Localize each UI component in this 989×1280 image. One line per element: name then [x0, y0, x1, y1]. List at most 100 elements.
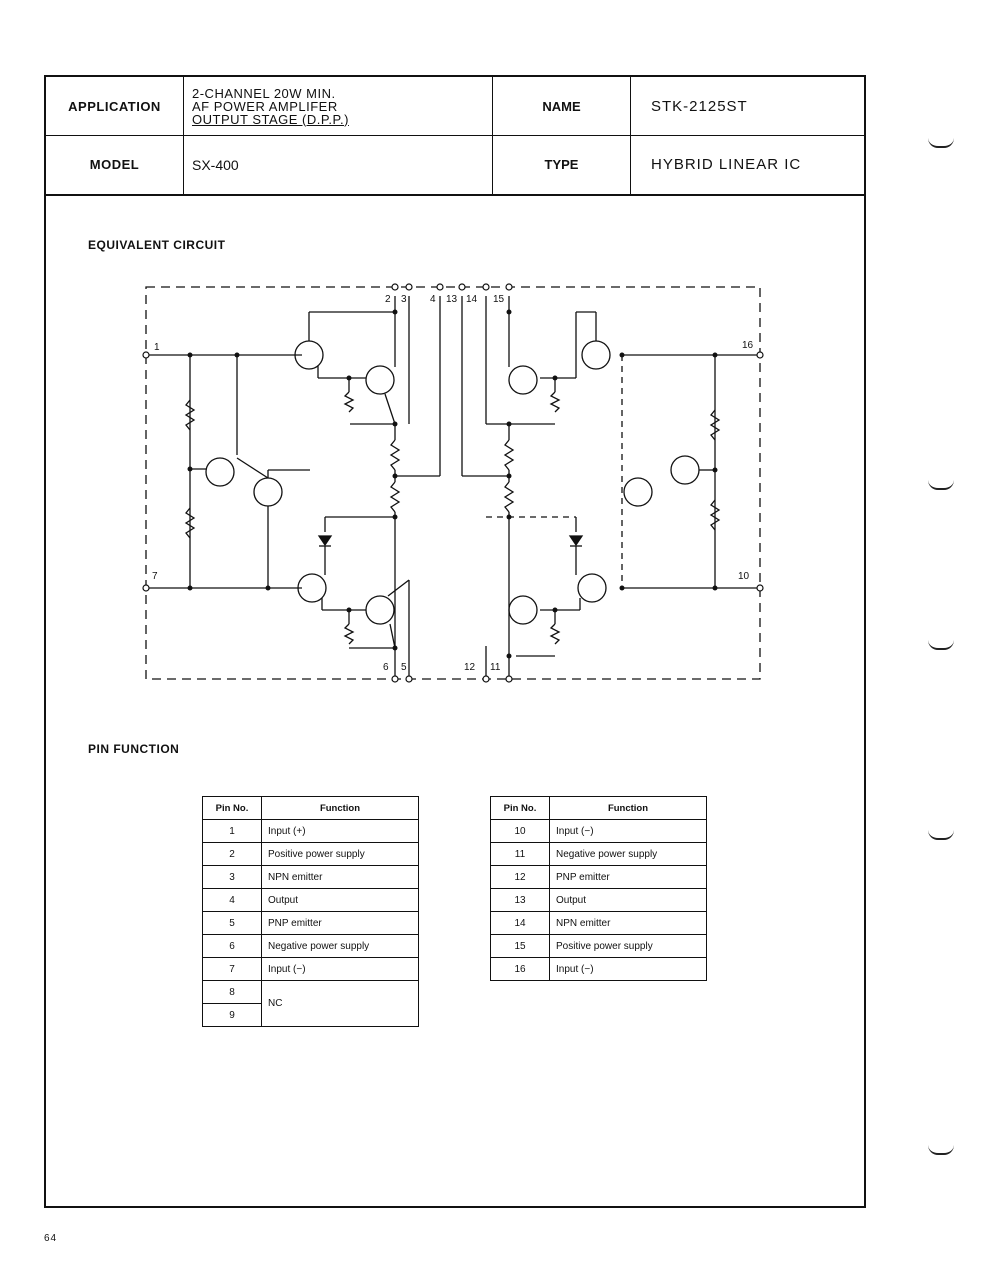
transistor-q4 — [365, 365, 395, 395]
pin-function: Input (+) — [261, 819, 419, 843]
pin-label-12: 12 — [464, 662, 476, 673]
diode-d1 — [317, 535, 333, 547]
model-label: MODEL — [89, 157, 140, 172]
transistor-q10 — [508, 365, 538, 395]
application-line-1: 2-CHANNEL 20W MIN. — [192, 85, 336, 101]
pin-no: 12 — [490, 865, 550, 889]
header-row-2: MODEL SX-400 TYPE HYBRID LINEAR IC — [46, 135, 864, 194]
pin-function: Input (−) — [549, 957, 707, 981]
pin-label-13: 13 — [446, 294, 458, 305]
type-label: TYPE — [492, 135, 630, 194]
pin-no: 15 — [490, 934, 550, 958]
resistor-r11 — [503, 481, 515, 513]
pin-no: 1 — [202, 819, 262, 843]
transistor-q9 — [581, 340, 611, 370]
pin-no: 16 — [490, 957, 550, 981]
transistor-q7 — [670, 455, 700, 485]
pin-function: NPN emitter — [549, 911, 707, 935]
header-table: APPLICATION 2-CHANNEL 20W MIN. AF POWER … — [46, 77, 864, 196]
table-header-row: Pin No. Function — [202, 796, 419, 820]
pin-label-11: 11 — [490, 662, 501, 673]
application-label: APPLICATION — [68, 98, 161, 114]
column-pin-no: Pin No. — [490, 796, 550, 820]
pin-no: 4 — [202, 888, 262, 912]
pin-function: PNP emitter — [549, 865, 707, 889]
resistor-r1 — [184, 399, 196, 431]
application-line-2: AF POWER AMPLIFER — [192, 98, 338, 114]
pin-function: Output — [261, 888, 419, 912]
transistor-q8 — [623, 477, 653, 507]
resistor-r3 — [343, 391, 355, 413]
pin-label-15: 15 — [493, 294, 505, 305]
pin-label-2: 2 — [385, 294, 391, 305]
pin-function: Positive power supply — [261, 842, 419, 866]
application-line-3: OUTPUT STAGE (D.P.P.) — [192, 111, 349, 127]
pin-no: 2 — [202, 842, 262, 866]
name-label: NAME — [492, 77, 630, 135]
pin-function: NPN emitter — [261, 865, 419, 889]
pin-function: Output — [549, 888, 707, 912]
header-row-1: APPLICATION 2-CHANNEL 20W MIN. AF POWER … — [46, 77, 864, 136]
pin-label-3: 3 — [401, 294, 407, 305]
resistor-r10 — [503, 439, 515, 471]
type-value: HYBRID LINEAR IC — [630, 135, 866, 194]
pin-function: PNP emitter — [261, 911, 419, 935]
page-number: 64 — [44, 1233, 58, 1244]
pin-no: 7 — [202, 957, 262, 981]
pin-label-16: 16 — [742, 340, 754, 351]
pin-label-10: 10 — [738, 571, 750, 582]
pin-function: Input (−) — [261, 957, 419, 981]
pin-no: 13 — [490, 888, 550, 912]
pin-function: Negative power supply — [549, 842, 707, 866]
pin-no: 3 — [202, 865, 262, 889]
binder-mark-icon — [928, 138, 954, 148]
equivalent-circuit-heading: EQUIVALENT CIRCUIT — [88, 238, 226, 252]
resistor-r9 — [549, 391, 561, 413]
resistor-r5 — [389, 481, 401, 513]
pin-label-7: 7 — [152, 571, 158, 582]
datasheet-frame: APPLICATION 2-CHANNEL 20W MIN. AF POWER … — [44, 75, 866, 1208]
name-value: STK-2125ST — [630, 77, 866, 135]
resistor-r4 — [389, 439, 401, 471]
binder-mark-icon — [928, 640, 954, 650]
model-value: SX-400 — [183, 135, 492, 194]
resistor-r12 — [549, 623, 561, 645]
pin-label-14: 14 — [466, 294, 478, 305]
pin-function: Negative power supply — [261, 934, 419, 958]
column-pin-no: Pin No. — [202, 796, 262, 820]
table-header-row: Pin No. Function — [490, 796, 707, 820]
pin-no: 9 — [202, 1003, 262, 1027]
resistor-r7 — [709, 409, 721, 441]
binder-mark-icon — [928, 1145, 954, 1155]
diode-d2 — [568, 535, 584, 547]
resistor-r6 — [343, 623, 355, 645]
equivalent-circuit-diagram: 1 7 2 3 4 13 14 15 16 10 6 5 12 11 — [142, 283, 764, 683]
binder-mark-icon — [928, 480, 954, 490]
pin-label-5: 5 — [401, 662, 407, 673]
table-row: 9 — [202, 1003, 419, 1027]
pin-label-4: 4 — [430, 294, 436, 305]
resistor-r2 — [184, 507, 196, 539]
transistor-q5 — [297, 573, 327, 603]
resistor-r8 — [709, 499, 721, 531]
pin-function: Input (−) — [549, 819, 707, 843]
pin-no: 14 — [490, 911, 550, 935]
pin-no: 6 — [202, 934, 262, 958]
pin-no: 11 — [490, 842, 550, 866]
pin-function: Positive power supply — [549, 934, 707, 958]
pin-function: NC — [261, 980, 419, 1027]
pin-function-heading: PIN FUNCTION — [88, 742, 180, 756]
transistor-q1 — [205, 457, 235, 487]
